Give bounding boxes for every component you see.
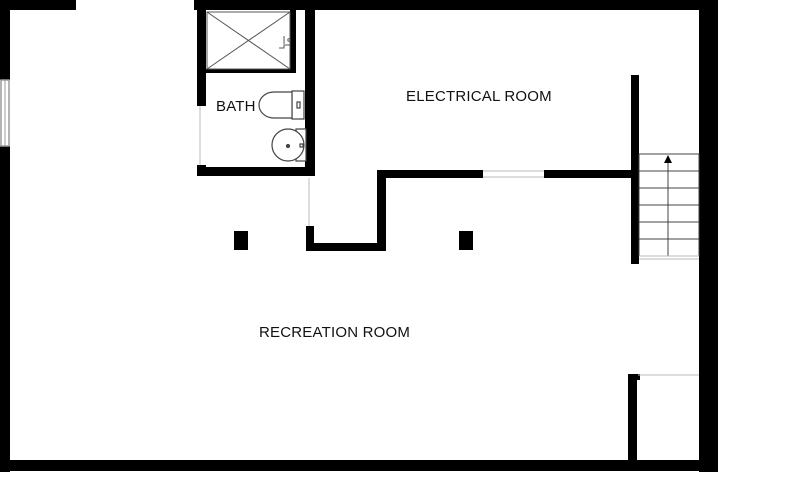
sink-icon [271, 128, 307, 162]
electrical-walls [306, 75, 639, 264]
stairs [638, 153, 700, 260]
shower [206, 11, 291, 70]
floor-area [10, 8, 708, 462]
electrical-wall-bottom-left [377, 170, 483, 178]
wall-top-left [0, 0, 76, 10]
electrical-room-label: ELECTRICAL ROOM [406, 88, 552, 105]
shower-wall-right [290, 8, 296, 72]
shower-wall-bottom [206, 69, 296, 73]
electrical-wall-bottom-right [544, 170, 635, 178]
bath-wall-right [305, 8, 315, 176]
column-right [459, 231, 473, 250]
bath-wall-bottom [197, 167, 315, 176]
stair-wall-left [631, 75, 639, 264]
partition-vertical-a [306, 226, 314, 250]
partition-bottom [306, 243, 386, 251]
column-left [234, 231, 248, 250]
stairs-up-arrow-icon [664, 155, 672, 163]
window-left [0, 79, 10, 147]
partition-vertical-b [377, 170, 386, 251]
recreation-room-label: RECREATION ROOM [259, 324, 410, 341]
wall-bottom [0, 460, 718, 471]
bath-walls [197, 8, 315, 176]
shower-head-icon [279, 36, 291, 49]
exterior-walls [0, 0, 718, 472]
bath-label: BATH [216, 98, 256, 115]
toilet-icon [258, 90, 305, 120]
bath-wall-left [197, 8, 206, 106]
wall-right [699, 0, 718, 472]
door-openings [199, 106, 544, 226]
closet-walls [628, 374, 640, 464]
wall-top-right [194, 0, 718, 10]
wall-left [0, 0, 10, 472]
